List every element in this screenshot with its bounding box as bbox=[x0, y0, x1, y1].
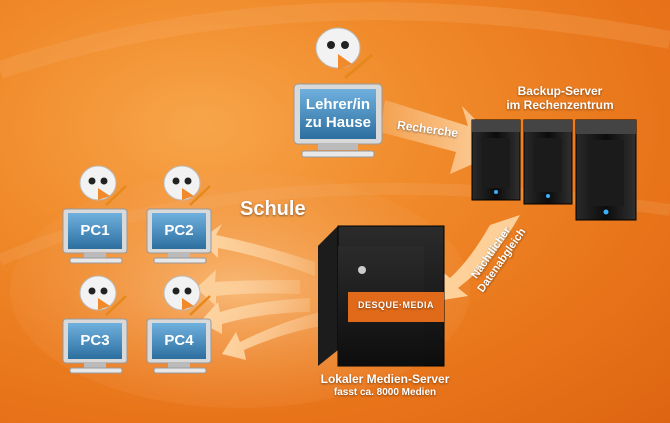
arrow-to-pc1 bbox=[196, 270, 300, 306]
pc2-computer bbox=[146, 165, 212, 264]
pc2-label: PC2 bbox=[164, 222, 194, 239]
pc3-computer bbox=[62, 275, 128, 374]
teacher-label-line1: Lehrer/in bbox=[305, 96, 371, 113]
school-label: Schule bbox=[240, 198, 306, 220]
pc4-computer bbox=[146, 275, 212, 374]
teacher-screen-label: Lehrer/in zu Hause bbox=[300, 96, 376, 132]
arrow-to-pc4 bbox=[222, 312, 322, 360]
backup-server-label: Backup-Server im Rechenzentrum bbox=[492, 84, 628, 112]
local-label-line2: fasst ca. 8000 Medien bbox=[333, 387, 437, 398]
backup-label-line2: im Rechenzentrum bbox=[506, 98, 614, 112]
pc1-label: PC1 bbox=[80, 222, 110, 239]
teacher-label-line2: zu Hause bbox=[305, 114, 371, 131]
local-label-line1: Lokaler Medien-Server bbox=[320, 372, 450, 386]
backup-servers bbox=[471, 119, 637, 221]
pc4-label: PC4 bbox=[164, 332, 194, 349]
server-brand-label: DESQUE·MEDIA bbox=[358, 300, 435, 310]
teacher-computer bbox=[293, 27, 383, 158]
pc3-label: PC3 bbox=[80, 332, 110, 349]
local-server-label: Lokaler Medien-Server fasst ca. 8000 Med… bbox=[300, 372, 470, 400]
sync-arrow bbox=[430, 215, 520, 302]
arrow-to-pc2 bbox=[200, 224, 315, 276]
backup-label-line1: Backup-Server bbox=[517, 84, 603, 98]
arrow-to-pc3 bbox=[200, 298, 310, 334]
local-media-server bbox=[318, 225, 445, 367]
pc1-computer bbox=[62, 165, 128, 264]
